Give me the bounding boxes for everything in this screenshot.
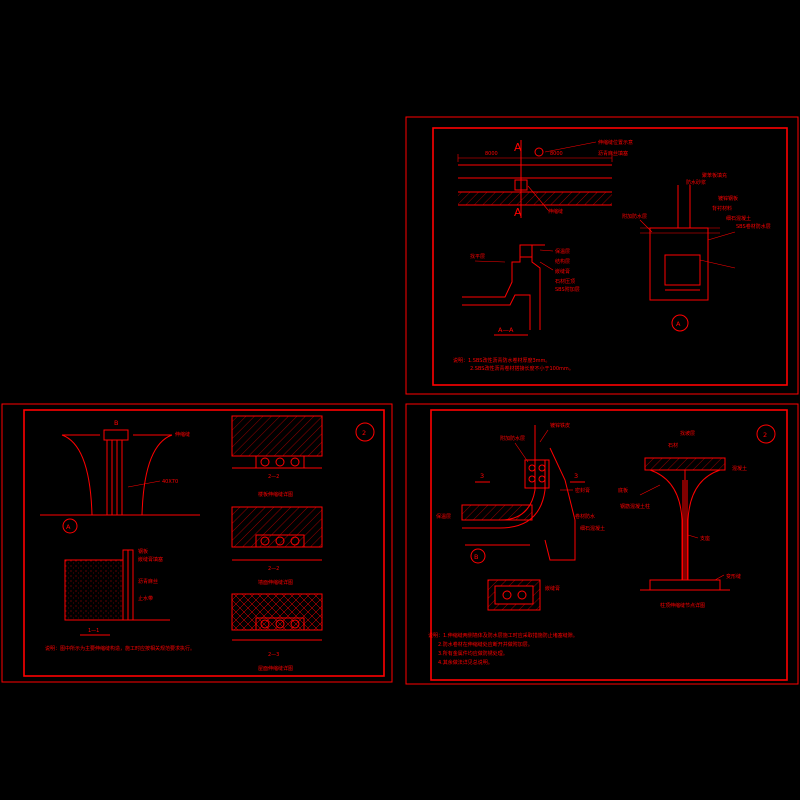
callout-br-4: 卷材防水 [575, 513, 595, 520]
section-label-3: 2—3 [268, 652, 279, 658]
sheet-inner-border [23, 409, 385, 677]
callout-br-1: 附加防水层 [500, 435, 525, 442]
dimension-left: 8000 [485, 151, 498, 157]
section-1-1: 钢板 嵌缝膏填塞 沥青麻丝 止水带 1—1 [64, 548, 170, 636]
circle-mark [355, 422, 375, 442]
callout-br-9: 石材 [668, 442, 678, 449]
br-note-3: 3.所有金属件均应做防锈处理。 [438, 650, 508, 657]
section-title: A—A [498, 326, 514, 334]
column-caption: 柱顶伸缩缝节点详图 [660, 602, 705, 609]
callout-6: 伸缩缝 [548, 208, 563, 215]
callout-br-13: 变形缝 [726, 573, 741, 580]
note-line-1: 说明：1.SBS改性沥青防水卷材厚度3mm。 [453, 357, 550, 364]
callout-11: 石材压顶 [555, 278, 575, 285]
callout-bl-3: 嵌缝膏填塞 [138, 556, 163, 563]
section-label-2: 2—2 [268, 566, 279, 572]
callout-8: 保温层 [555, 248, 570, 255]
br-note-4: 4.其余做法详见总说明。 [438, 659, 493, 666]
circle-mark-text: 2 [362, 429, 366, 437]
bl-note: 说明：图中所示为主要伸缩缝构造，施工时应按相关规范要求执行。 [45, 645, 195, 652]
sheet-bottom-right: 附加防水层 镀锌铁皮 密封膏 卷材防水 细石混凝土 保温层 3 3 B 嵌缝膏 [405, 403, 799, 685]
sheet-inner-border [432, 127, 788, 386]
dimension-right: 8000 [550, 151, 563, 157]
sheet-top-right: A A 8000 8000 伸缩缝位置示意 沥青麻丝填塞 伸缩缝 找平层 保温层… [405, 116, 799, 395]
sheet-bottom-left: B 伸缩缝 40X70 A 钢板 嵌缝膏填塞 沥青麻丝 止水带 1—1 说明：图… [1, 403, 393, 683]
callout-3: 细石混凝土 [726, 215, 751, 222]
callout-5: 附加防水层 [622, 213, 647, 220]
callout-br-14: 钢筋混凝土柱 [620, 503, 650, 510]
section-a-a: 找平层 保温层 结构层 嵌缝膏 石材压顶 SBS附加层 A—A [462, 244, 580, 336]
callout-br-10: 混凝土 [732, 465, 747, 472]
circle-mark [756, 424, 776, 444]
mini-title: 1—1 [88, 628, 99, 634]
callout-bl-1: 伸缩缝 [175, 431, 190, 438]
section-caption-3: 屋面伸缩缝详图 [258, 665, 293, 672]
section-mark-3a: 3 [480, 472, 484, 480]
sheet-outer-border [405, 403, 799, 685]
callout-br-3: 密封膏 [575, 487, 590, 494]
detail-marker-b: B [474, 553, 478, 561]
callout-4: SBS卷材防水层 [736, 223, 771, 230]
section-mark-a-top: A [514, 141, 522, 154]
callout-br-12: 支座 [700, 535, 710, 542]
detail-a: 聚苯板填充 防水砂浆 镀锌钢板 背衬材料 细石混凝土 SBS卷材防水层 附加防水… [622, 172, 771, 332]
callout-9: 结构层 [555, 258, 570, 265]
circle-mark-text: 2 [763, 431, 767, 439]
section-mark-a-bottom: A [514, 206, 522, 219]
callout-bl-2: 钢板 [138, 548, 148, 555]
sheet-outer-border [1, 403, 393, 683]
section-label-1: 2—2 [268, 474, 279, 480]
column-top-detail: 找坡层 石材 混凝土 底板 支座 变形缝 钢筋混凝土柱 柱顶伸缩缝节点详图 2 [618, 424, 776, 609]
detail-b: 附加防水层 镀锌铁皮 密封膏 卷材防水 细石混凝土 保温层 3 3 B 嵌缝膏 [436, 422, 605, 611]
callout-10: 嵌缝膏 [555, 268, 570, 275]
callout-br-8: 找坡层 [680, 430, 695, 437]
callout-br-2: 镀锌铁皮 [550, 422, 570, 429]
callout-14: 防水砂浆 [686, 179, 706, 186]
plan-detail-a: B 伸缩缝 40X70 A [40, 419, 200, 534]
detail-marker: A [66, 523, 71, 531]
section-stack: 2—2 楼板伸缩缝详图 2—2 墙面伸缩缝详图 2—3 屋面伸缩缝详图 [231, 415, 323, 672]
callout-br-6: 保温层 [436, 513, 451, 520]
section-caption-1: 楼板伸缩缝详图 [258, 491, 293, 498]
callout-br-5: 细石混凝土 [580, 525, 605, 532]
callout-12: SBS附加层 [555, 286, 580, 293]
callout-br-11: 底板 [618, 487, 628, 494]
callout-7: 找平层 [470, 253, 485, 260]
detail-marker: A [676, 320, 681, 328]
top-label: B [114, 419, 118, 427]
sheet-inner-border [430, 409, 788, 681]
callout-2: 沥青麻丝填塞 [598, 150, 628, 157]
callout-br-7: 嵌缝膏 [545, 585, 560, 592]
callout-13: 聚苯板填充 [702, 172, 727, 179]
callout-bl-5: 止水带 [138, 595, 153, 602]
callout-15: 镀锌钢板 [718, 195, 738, 202]
callout-1: 伸缩缝位置示意 [598, 139, 633, 146]
joint-elevation: A A 8000 8000 伸缩缝位置示意 沥青麻丝填塞 伸缩缝 [457, 139, 633, 219]
section-mark-3b: 3 [574, 472, 578, 480]
callout-bl-4: 沥青麻丝 [138, 578, 158, 585]
callout-bl-6: 40X70 [162, 479, 178, 485]
br-note-1: 说明：1.伸缩缝两侧墙体及防水层施工时应采取措施防止堵塞缝隙。 [428, 632, 578, 639]
note-line-2: 2.SBS改性沥青卷材搭接长度不小于100mm。 [470, 365, 574, 372]
br-note-2: 2.防水卷材在伸缩缝处应断开并做附加层。 [438, 641, 533, 648]
section-caption-2: 墙面伸缩缝详图 [258, 579, 293, 586]
detail-marker-circle [671, 314, 689, 332]
callout-16: 背衬材料 [712, 205, 732, 212]
sheet-outer-border [405, 116, 799, 395]
